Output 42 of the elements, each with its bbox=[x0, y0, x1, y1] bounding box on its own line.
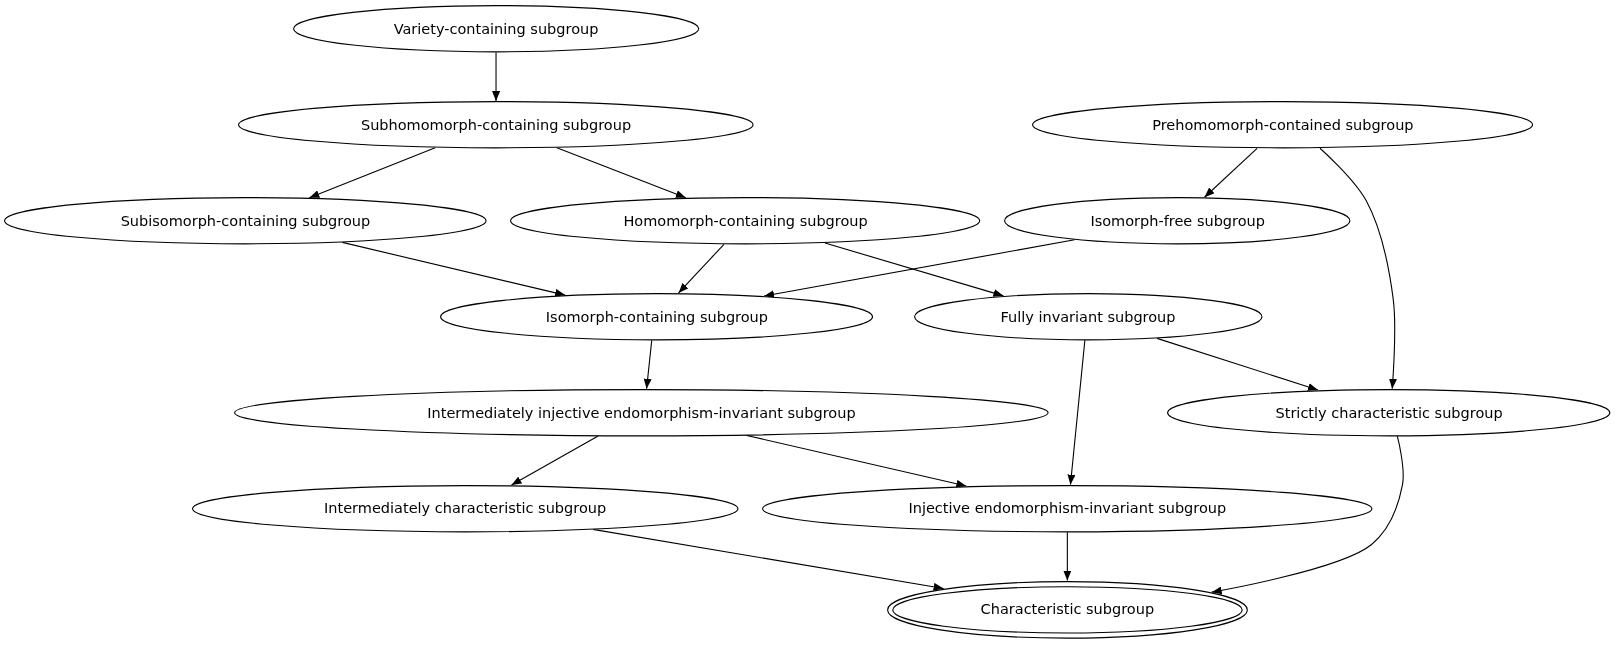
arrow bbox=[1319, 147, 1397, 390]
ellipse-node bbox=[4, 196, 487, 245]
ellipse-node bbox=[1167, 388, 1611, 437]
node-label: Subhomomorph-containing subgroup bbox=[360, 116, 632, 133]
arrow bbox=[308, 147, 436, 199]
node-label: Subisomorph-containing subgroup bbox=[120, 212, 371, 229]
ellipse-node bbox=[191, 484, 739, 533]
ellipse-node bbox=[762, 484, 1373, 533]
node-label: Isomorph-free subgroup bbox=[1090, 212, 1265, 229]
node-label: Prehomomorph-contained subgroup bbox=[1152, 116, 1414, 133]
arrow bbox=[824, 242, 1004, 297]
arrow bbox=[1203, 147, 1258, 198]
arrow bbox=[341, 241, 566, 297]
ellipse-node bbox=[238, 101, 754, 149]
node-label: Isomorph-containing subgroup bbox=[545, 308, 768, 325]
node-label: Intermediately injective endomorphism-invariant subgroup bbox=[427, 404, 856, 421]
arrow bbox=[746, 434, 967, 488]
ellipse-node bbox=[510, 196, 981, 245]
node-label: Injective endomorphism-invariant subgroup bbox=[908, 500, 1227, 517]
arrow bbox=[1063, 531, 1072, 582]
arrow bbox=[1067, 339, 1086, 486]
arrow bbox=[556, 147, 687, 199]
arrow bbox=[1211, 435, 1404, 595]
ellipse-node bbox=[1032, 101, 1534, 149]
node-label: Characteristic subgroup bbox=[980, 601, 1155, 618]
node-label: Intermediately characteristic subgroup bbox=[324, 500, 607, 517]
node-label: Variety-containing subgroup bbox=[393, 20, 599, 37]
node-label: Strictly characteristic subgroup bbox=[1275, 404, 1503, 421]
ellipse-node bbox=[234, 388, 1049, 437]
ellipse-node bbox=[440, 292, 874, 341]
arrow bbox=[763, 239, 1076, 299]
arrow bbox=[678, 243, 725, 294]
arrow bbox=[643, 339, 653, 390]
ellipse-node bbox=[913, 292, 1263, 341]
ellipse-node bbox=[292, 5, 700, 53]
node-label: Homomorph-containing subgroup bbox=[623, 212, 868, 229]
arrow bbox=[510, 435, 599, 486]
ellipse-node bbox=[1004, 196, 1351, 245]
node-label: Fully invariant subgroup bbox=[1000, 308, 1176, 325]
ellipse-node bbox=[886, 580, 1248, 639]
arrow bbox=[492, 52, 501, 102]
arrow bbox=[1156, 337, 1319, 391]
